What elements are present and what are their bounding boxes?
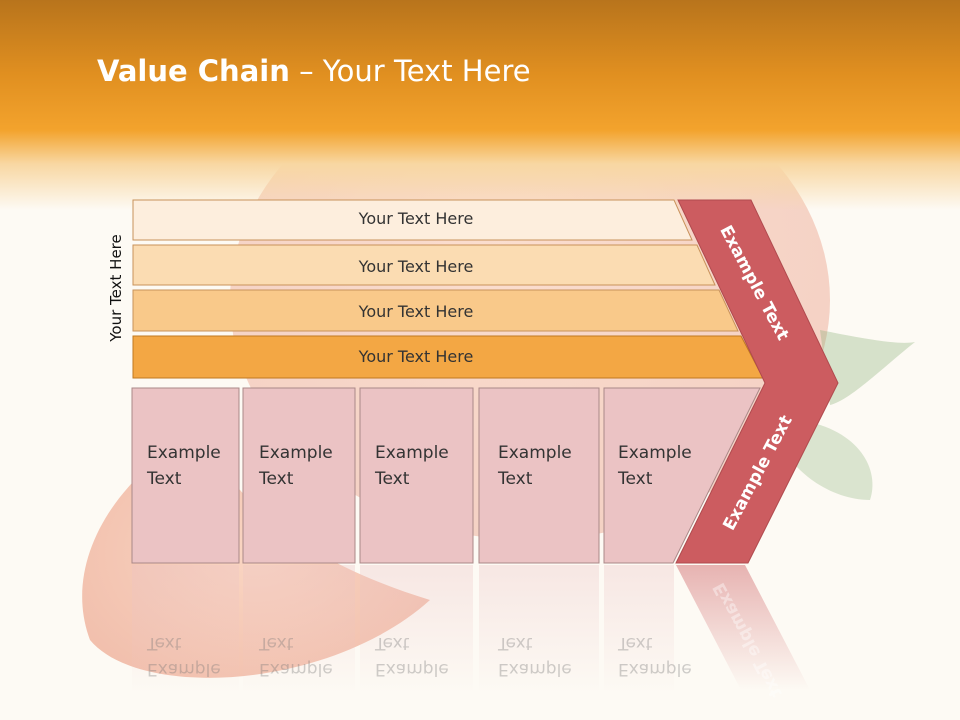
- box-1-reflection: Example Text: [147, 630, 221, 682]
- box-4-line1: Example: [498, 443, 572, 463]
- box-2-line2: Text: [259, 469, 294, 489]
- bar-1: [132, 199, 693, 241]
- box-5-line1: Example: [618, 443, 692, 463]
- box-1-line2: Text: [147, 469, 182, 489]
- box-4-reflection-line2: Text: [498, 633, 533, 653]
- box-1-reflection-line2: Text: [147, 633, 182, 653]
- box-3-reflection: Example Text: [375, 630, 449, 682]
- header-band: [0, 0, 960, 210]
- bar-1-label: Your Text Here: [358, 209, 474, 228]
- reflection-group: [132, 565, 810, 695]
- box-2-reflection-line1: Example: [259, 659, 333, 679]
- box-3-line1: Example: [375, 443, 449, 463]
- box-2-reflection: Example Text: [259, 630, 333, 682]
- box-4-reflection: Example Text: [498, 630, 572, 682]
- box-4: [478, 387, 600, 564]
- box-4-line2: Text: [498, 469, 533, 489]
- box-1: [131, 387, 240, 564]
- box-5-reflection-line1: Example: [618, 659, 692, 679]
- bar-3: [132, 289, 739, 332]
- chevron-arrow: [675, 199, 839, 564]
- box-5: [603, 387, 761, 564]
- title-bold: Value Chain: [97, 54, 290, 88]
- page-title: Value Chain – Your Text Here: [97, 54, 531, 88]
- box-5-reflection: Example Text: [618, 630, 692, 682]
- box-2-line1: Example: [259, 443, 333, 463]
- box-3-reflection-line2: Text: [375, 633, 410, 653]
- box-5-reflection-line2: Text: [618, 633, 653, 653]
- box-1-line1: Example: [147, 443, 221, 463]
- bar-3-label: Your Text Here: [358, 302, 474, 321]
- bar-2: [132, 244, 716, 286]
- box-3: [359, 387, 474, 564]
- box-3-reflection-line1: Example: [375, 659, 449, 679]
- box-1-reflection-line1: Example: [147, 659, 221, 679]
- box-3-line2: Text: [375, 469, 410, 489]
- title-rest: – Your Text Here: [289, 54, 531, 88]
- box-2-reflection-line2: Text: [259, 633, 294, 653]
- bar-2-label: Your Text Here: [358, 257, 474, 276]
- box-2: [242, 387, 356, 564]
- bar-4-label: Your Text Here: [358, 347, 474, 366]
- box-4-reflection-line1: Example: [498, 659, 572, 679]
- box-5-line2: Text: [618, 469, 653, 489]
